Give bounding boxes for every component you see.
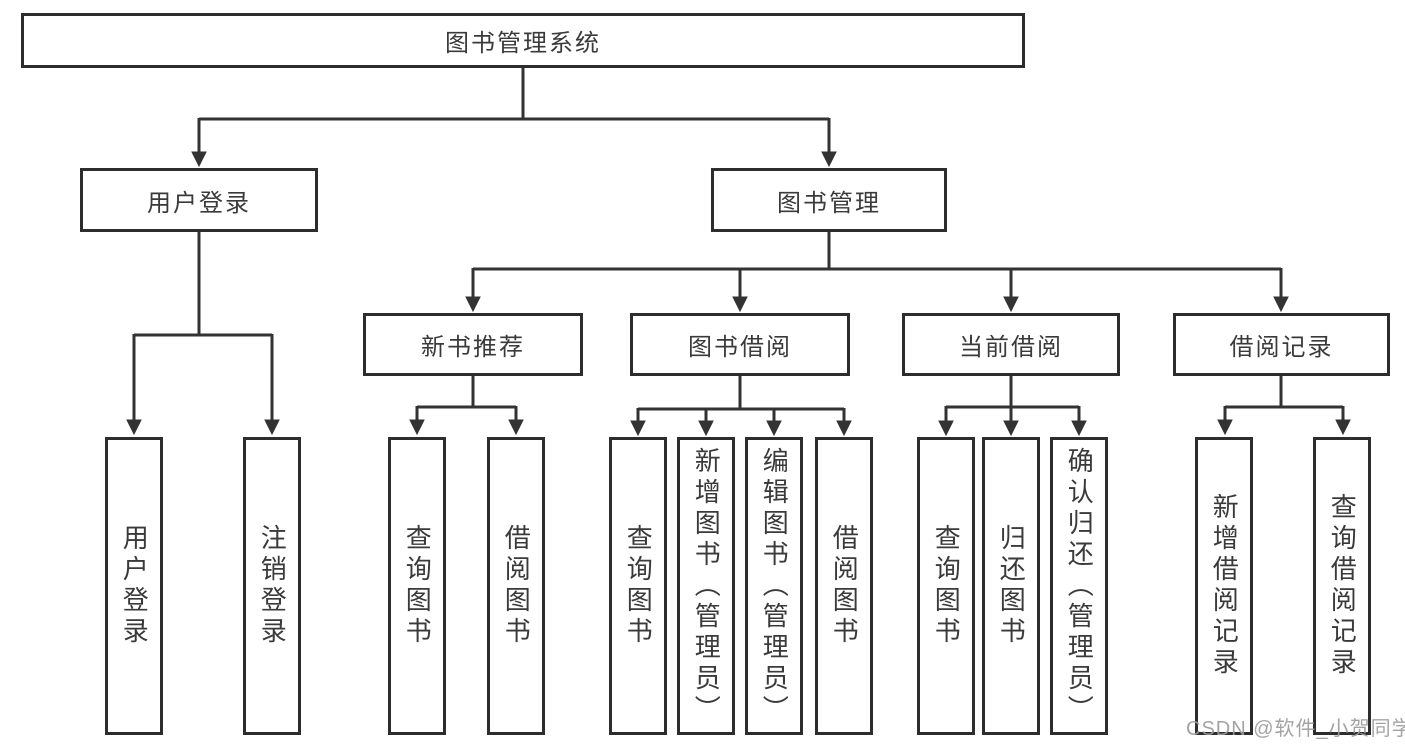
node-leaf-add-borrow-record-label: 新增借阅记录 [1209,493,1240,679]
node-current-borrow: 当前借阅 [902,313,1120,376]
node-leaf-query-book-borrow-label: 查询图书 [623,524,654,648]
node-leaf-query-borrow-record-label: 查询借阅记录 [1327,493,1358,679]
node-leaf-confirm-return-admin-label: 确认归还（管理员） [1064,446,1095,726]
node-leaf-borrow-book: 借阅图书 [815,437,873,735]
node-leaf-query-book-recommend: 查询图书 [388,437,446,735]
node-book-management: 图书管理 [711,168,947,232]
node-leaf-add-book-admin: 新增图书（管理员） [677,437,735,735]
node-borrow-records-label: 借阅记录 [1229,334,1334,361]
node-book-borrow: 图书借阅 [630,313,850,376]
node-leaf-query-book-current: 查询图书 [917,437,975,735]
node-root-label: 图书管理系统 [445,30,601,57]
node-leaf-return-book-label: 归还图书 [996,524,1027,648]
node-book-management-label: 图书管理 [777,189,881,217]
node-user-login: 用户登录 [80,168,318,232]
node-leaf-edit-book-admin: 编辑图书（管理员） [745,437,803,735]
node-leaf-user-login-label: 用户登录 [119,524,150,648]
node-leaf-query-borrow-record: 查询借阅记录 [1313,437,1371,735]
node-current-borrow-label: 当前借阅 [959,334,1063,361]
csdn-watermark: CSDN @软件_小贺同学 [1186,718,1405,740]
node-leaf-logout: 注销登录 [243,437,301,735]
node-leaf-add-book-admin-label: 新增图书（管理员） [691,446,722,726]
node-leaf-confirm-return-admin: 确认归还（管理员） [1050,437,1108,735]
node-leaf-borrow-book-label: 借阅图书 [829,524,860,648]
node-new-book-recommend: 新书推荐 [363,313,583,376]
node-leaf-edit-book-admin-label: 编辑图书（管理员） [759,446,790,726]
node-user-login-label: 用户登录 [147,189,251,217]
node-leaf-query-book-borrow: 查询图书 [609,437,667,735]
node-leaf-query-book-recommend-label: 查询图书 [402,524,433,648]
node-leaf-logout-label: 注销登录 [257,524,288,648]
node-leaf-query-book-current-label: 查询图书 [931,524,962,648]
node-book-borrow-label: 图书借阅 [688,334,792,361]
node-leaf-user-login: 用户登录 [105,437,163,735]
node-new-book-recommend-label: 新书推荐 [421,334,525,361]
node-leaf-borrow-book-recommend-label: 借阅图书 [501,524,532,648]
node-leaf-return-book: 归还图书 [982,437,1040,735]
node-leaf-add-borrow-record: 新增借阅记录 [1195,437,1253,735]
node-borrow-records: 借阅记录 [1173,313,1390,376]
node-leaf-borrow-book-recommend: 借阅图书 [487,437,545,735]
node-root: 图书管理系统 [21,13,1025,68]
